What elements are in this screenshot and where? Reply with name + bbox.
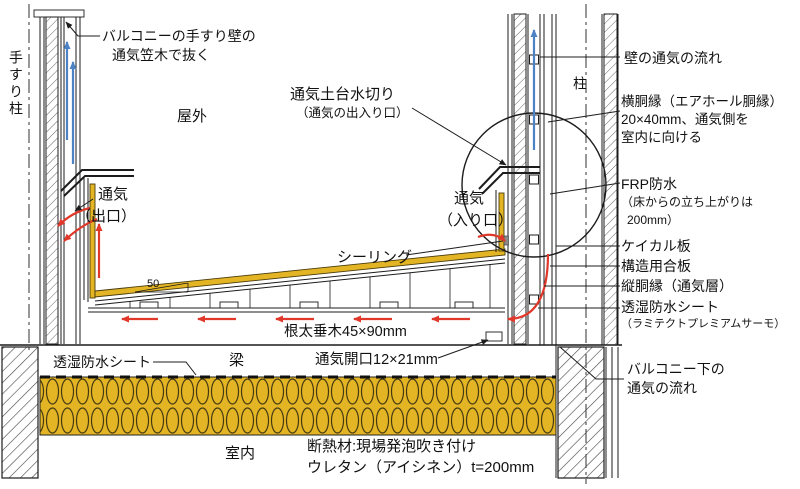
label-base-flashing: 通気土台水切り （通気の出入り口） — [290, 85, 409, 123]
left-upstand — [83, 178, 96, 302]
red-airflow-arrows — [57, 206, 550, 323]
label-handrail-post: 手すり柱 — [8, 50, 24, 118]
frp-upstand-left — [89, 183, 96, 299]
label-structural-plywood: 構造用合板 — [621, 258, 691, 274]
label-line: 通気土台水切り — [290, 86, 396, 103]
label-vent-inlet: 通気 （入り口） — [438, 188, 513, 232]
label-line: ウレタン（アイシネン）t=200mm — [307, 459, 535, 476]
label-line: 20×40mm、通気側を — [621, 112, 749, 127]
label-line: 室内に向ける — [621, 130, 702, 145]
label-vertical-furring: 縦胴縁（通気層） — [621, 278, 733, 294]
label-line: 通気笠木で抜く — [112, 47, 210, 63]
label-column: 柱 — [572, 76, 588, 93]
label-frp-note: FRP防水 （床からの立ち上がりは 200mm） — [621, 175, 753, 229]
label-line: バルコニーの手すり壁の — [102, 28, 256, 44]
coping-cap — [33, 9, 85, 18]
label-line: 透湿防水シート — [621, 299, 719, 315]
left-handrail-wall — [28, 4, 85, 350]
label-keical-board: ケイカル板 — [621, 238, 691, 254]
label-slope-dim: 50 — [147, 278, 160, 290]
beam-section-left — [1, 346, 39, 479]
label-line: （床からの立ち上がりは — [621, 195, 754, 209]
label-line: バルコニー下の — [627, 361, 725, 377]
label-beam: 梁 — [229, 352, 245, 369]
label-line: 200mm） — [627, 213, 680, 227]
label-line: （出口） — [76, 208, 137, 225]
label-furring-note: 横胴縁（エアホール胴縁） 20×40mm、通気側を 室内に向ける — [621, 93, 783, 147]
label-under-balcony-airflow: バルコニー下の 通気の流れ — [627, 360, 725, 398]
label-wall-airflow: 壁の通気の流れ — [624, 50, 722, 66]
vent-opening-slot — [485, 331, 503, 342]
label-coping-note: バルコニーの手すり壁の 通気笠木で抜く — [102, 27, 256, 65]
insulation — [39, 375, 557, 436]
frp-upstand-right — [498, 192, 505, 252]
frp-floor-membrane — [94, 248, 506, 298]
label-sealing: シーリング — [337, 249, 413, 266]
label-line: 通気 — [98, 186, 129, 203]
balcony-floor — [88, 248, 506, 313]
label-breathable-sheet-right: 透湿防水シート （ラミテクトプレミアムサーモ） — [621, 299, 785, 333]
label-vent-exit: 通気 （出口） — [76, 184, 136, 228]
joist-ticks — [129, 264, 491, 308]
slope-mark — [134, 282, 189, 293]
label-line: 断熱材:現場発泡吹き付け — [307, 438, 477, 455]
label-line: 通気の流れ — [627, 380, 697, 396]
leader-lines — [65, 21, 624, 380]
label-vent-opening: 通気開口12×21mm — [315, 352, 438, 368]
label-joist: 根太垂木45×90mm — [284, 324, 407, 340]
label-breathable-sheet-left: 透湿防水シート — [53, 354, 151, 370]
label-line: （通気の出入り口） — [296, 106, 409, 120]
foundation-beams — [0, 331, 622, 479]
floor-furring-blocks — [139, 301, 474, 309]
left-flashing — [60, 169, 134, 197]
right-flashing — [478, 166, 540, 195]
label-outdoor: 屋外 — [177, 108, 208, 125]
label-insulation-note: 断熱材:現場発泡吹き付け ウレタン（アイシネン）t=200mm — [307, 436, 534, 478]
label-indoor: 室内 — [225, 445, 256, 462]
blue-airflow-arrows — [63, 29, 538, 164]
label-line: 通気 — [454, 190, 485, 207]
label-line: FRP防水 — [621, 176, 677, 192]
label-line: （入り口） — [438, 212, 514, 229]
label-line: （ラミテクトプレミアムサーモ） — [621, 318, 786, 330]
beam-section-right — [557, 346, 605, 479]
label-line: 横胴縁（エアホール胴縁） — [621, 94, 783, 109]
